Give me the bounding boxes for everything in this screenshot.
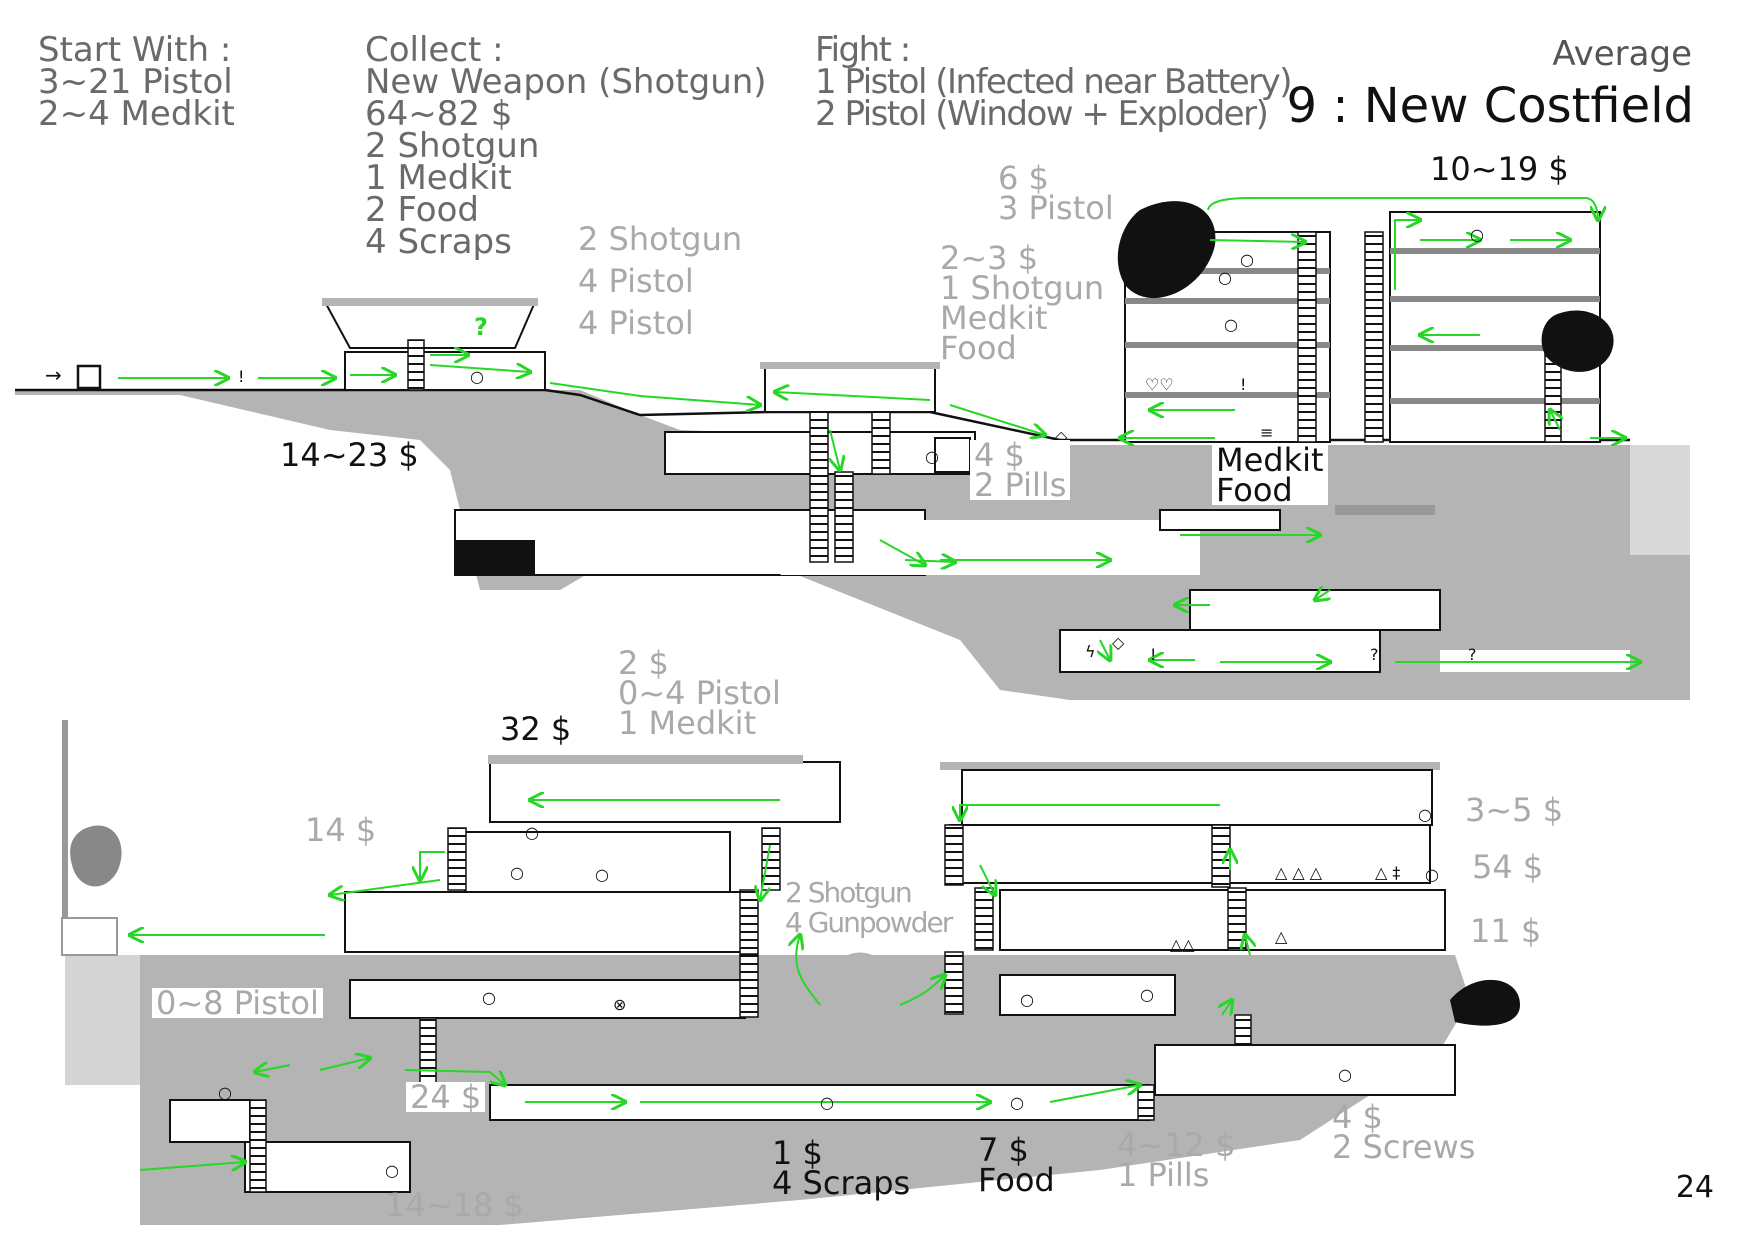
- svg-text:△ △ △: △ △ △: [1275, 863, 1323, 882]
- svg-text:○: ○: [1010, 1093, 1024, 1112]
- svg-text:△△: △△: [1170, 935, 1195, 954]
- svg-text:?: ?: [474, 313, 488, 341]
- label-loot-basement: MedkitFood: [1212, 445, 1328, 505]
- svg-text:○: ○: [1224, 315, 1238, 334]
- svg-text:♡♡: ♡♡: [1145, 375, 1174, 394]
- svg-text:○: ○: [820, 1093, 834, 1112]
- svg-text:○: ○: [385, 1161, 399, 1180]
- label-pistol-pickup: 4 Pistol: [578, 308, 694, 338]
- svg-text:△ ‡: △ ‡: [1375, 863, 1400, 882]
- label-money: 14 $: [305, 815, 376, 845]
- svg-text:○: ○: [218, 1083, 232, 1102]
- label-money: 11 $: [1470, 916, 1541, 946]
- svg-text:◇: ◇: [1112, 633, 1125, 652]
- svg-text:△: △: [1275, 927, 1288, 946]
- svg-text:○: ○: [525, 823, 539, 842]
- svg-text:ϟ: ϟ: [1085, 642, 1096, 661]
- svg-text:!: !: [238, 367, 244, 386]
- label-money: 14~18 $: [385, 1190, 524, 1220]
- svg-text:⊗: ⊗: [613, 995, 626, 1014]
- svg-text:!: !: [1240, 375, 1246, 394]
- top-right-edge: [1630, 445, 1690, 555]
- label-loot-basement: 4 $2 Pills: [970, 440, 1070, 500]
- svg-text:○: ○: [1140, 985, 1154, 1004]
- label-loot-shotgun: 2 Shotgun4 Gunpowder: [785, 878, 951, 938]
- label-money: 24 $: [406, 1082, 485, 1112]
- label-loot-apartment: 2~3 $1 ShotgunMedkitFood: [940, 243, 1104, 363]
- label-loot-pistol: 0~8 Pistol: [152, 988, 323, 1018]
- svg-text:○: ○: [1425, 865, 1439, 884]
- label-loot-food: 7 $Food: [978, 1135, 1055, 1195]
- svg-text:○: ○: [1470, 225, 1484, 244]
- label-loot-pills: 4~12 $1 Pills: [1117, 1130, 1235, 1190]
- svg-text:○: ○: [1418, 805, 1432, 824]
- label-pistol-pickup: 4 Pistol: [578, 266, 694, 296]
- label-loot-scraps: 1 $4 Scraps: [772, 1138, 910, 1198]
- svg-text:?: ?: [1468, 645, 1477, 664]
- svg-text:○: ○: [482, 988, 496, 1007]
- label-loot-screws: 4 $2 Screws: [1332, 1102, 1475, 1162]
- svg-text:○: ○: [1020, 990, 1034, 1009]
- label-loot-apartment: 6 $3 Pistol: [998, 163, 1114, 223]
- svg-text:○: ○: [595, 865, 609, 884]
- svg-text:○: ○: [925, 447, 939, 466]
- svg-text:!: !: [1150, 645, 1156, 664]
- label-shotgun-pickup: 2 Shotgun: [578, 224, 742, 254]
- label-money: 32 $: [500, 714, 571, 744]
- svg-text:○: ○: [470, 367, 484, 386]
- svg-text:○: ○: [510, 863, 524, 882]
- label-money: 10~19 $: [1430, 154, 1569, 184]
- svg-text:→: →: [45, 363, 62, 387]
- label-money: 14~23 $: [280, 440, 419, 470]
- svg-text:○: ○: [1218, 268, 1232, 287]
- label-money: 54 $: [1472, 852, 1543, 882]
- svg-text:≡: ≡: [1260, 423, 1273, 442]
- svg-text:○: ○: [1338, 1065, 1352, 1084]
- label-money: 3~5 $: [1465, 795, 1563, 825]
- label-loot-rooftop: 2 $0~4 Pistol1 Medkit: [618, 648, 781, 738]
- svg-text:○: ○: [1240, 250, 1254, 269]
- svg-text:?: ?: [1370, 645, 1379, 664]
